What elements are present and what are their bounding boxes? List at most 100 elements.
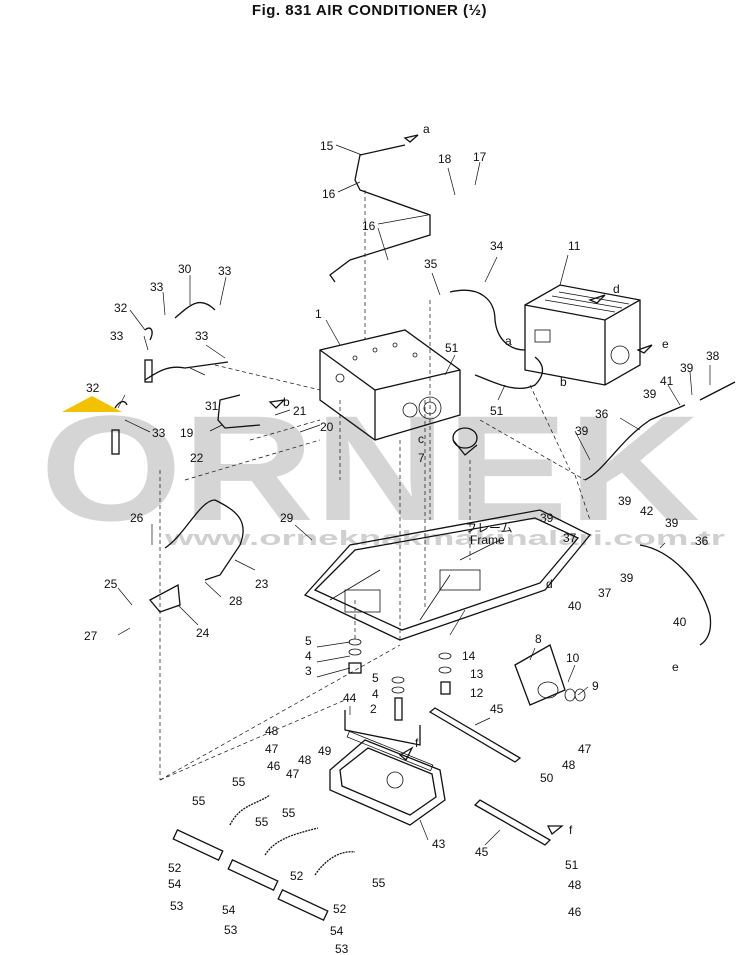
part-label: 48 [265, 724, 279, 738]
bolt-stack-12-13-14 [438, 652, 452, 695]
part-label: 31 [205, 399, 219, 413]
plate-51-a [172, 829, 224, 861]
part-label: 32 [86, 381, 100, 395]
part-label: 53 [224, 923, 238, 937]
part-label: 47 [578, 742, 592, 756]
part-label: 42 [640, 504, 654, 518]
elbow-32-bottom [114, 400, 128, 409]
part-label: 39 [575, 424, 589, 438]
tube-15-16 [329, 144, 431, 283]
part-label: 52 [333, 902, 347, 916]
part-label: 37 [563, 531, 577, 545]
part-label: 24 [196, 626, 210, 640]
part-label: 55 [192, 794, 206, 808]
part-label: 8 [535, 632, 542, 646]
part-label: 33 [150, 280, 164, 294]
part-label: 50 [540, 771, 554, 785]
part-label: 48 [298, 753, 312, 767]
hose-34 [449, 289, 526, 351]
part-label: 18 [438, 152, 452, 166]
part-label: 23 [255, 577, 269, 591]
part-label: 2 [370, 702, 377, 716]
part-label: 53 [170, 899, 184, 913]
bracket-44 [428, 707, 522, 763]
filter-8 [514, 644, 586, 706]
hose-36-bottom [639, 544, 712, 646]
pipe-33-b [111, 429, 120, 455]
ref-letter-d-right: d [546, 577, 553, 591]
part-label: 20 [320, 420, 334, 434]
tube-19 [217, 394, 261, 429]
ref-letter-d-cover: d [613, 282, 620, 296]
part-label: 3 [305, 664, 312, 678]
part-label: 39 [680, 361, 694, 375]
part-label: 17 [473, 150, 487, 164]
cylinder-7 [452, 427, 478, 456]
drain-pan [329, 730, 446, 826]
ref-letter-a-cover: a [505, 334, 512, 348]
leader-lines [117, 144, 711, 846]
part-label: 43 [432, 837, 446, 851]
hose-30 [174, 301, 216, 319]
part-label: 48 [562, 758, 576, 772]
elbow-32-top [144, 327, 153, 341]
ref-letter-b-cover: b [560, 375, 567, 389]
part-label: 53 [335, 942, 349, 955]
part-label: 33 [110, 329, 124, 343]
part-label: 19 [180, 426, 194, 440]
part-label: 15 [320, 139, 334, 153]
part-label: 52 [168, 861, 182, 875]
part-label: 55 [232, 775, 246, 789]
part-label: 36 [695, 534, 709, 548]
part-label: 26 [130, 511, 144, 525]
ref-letter-f-right: f [569, 823, 573, 837]
part-label: 27 [84, 629, 98, 643]
part-label: 16 [362, 219, 376, 233]
part-label: 39 [665, 516, 679, 530]
part-label: 54 [330, 924, 344, 938]
part-label: 14 [462, 649, 476, 663]
part-label: 4 [305, 649, 312, 663]
part-label: 10 [566, 651, 580, 665]
watermark-url: www.orneknakmakinalari.com.tr [163, 528, 725, 550]
part-label: 35 [424, 257, 438, 271]
part-label: 29 [280, 511, 294, 525]
part-label: 22 [190, 451, 204, 465]
part-label: 54 [168, 877, 182, 891]
part-label: 32 [114, 301, 128, 315]
watermark-brand: ORNEK [40, 384, 700, 552]
part-label: 55 [255, 815, 269, 829]
part-label: 39 [540, 511, 554, 525]
part-label: 55 [282, 806, 296, 820]
pipe-38 [699, 381, 736, 401]
part-label: 46 [267, 759, 281, 773]
part-label: 51 [565, 858, 579, 872]
part-label: 46 [568, 905, 582, 919]
ref-letter-e-right: e [672, 660, 679, 674]
part-label: 5 [372, 671, 379, 685]
part-label: 1 [315, 307, 322, 321]
reference-arrows [268, 134, 653, 836]
part-label: 12 [470, 686, 484, 700]
part-label: 28 [229, 594, 243, 608]
part-label: 40 [673, 615, 687, 629]
part-label: 51 [490, 404, 504, 418]
part-label: 4 [372, 687, 379, 701]
tube-23 [164, 499, 244, 581]
part-label: 41 [660, 374, 674, 388]
watermark: ORNEK www.orneknakmakinalari.com.tr [40, 384, 725, 552]
ref-letter-f-pan: f [415, 736, 419, 750]
part-label: 21 [293, 404, 307, 418]
hose-54-b [264, 827, 319, 856]
part-label: 39 [620, 571, 634, 585]
pipe-33-a [144, 359, 153, 383]
part-label: 47 [286, 767, 300, 781]
part-label: 11 [568, 239, 581, 253]
part-label: 55 [372, 876, 386, 890]
part-label: 48 [568, 878, 582, 892]
part-label: 45 [490, 702, 504, 716]
hose-49 [474, 356, 544, 389]
watermark-accent-mark [62, 396, 122, 412]
part-label: 25 [104, 577, 118, 591]
